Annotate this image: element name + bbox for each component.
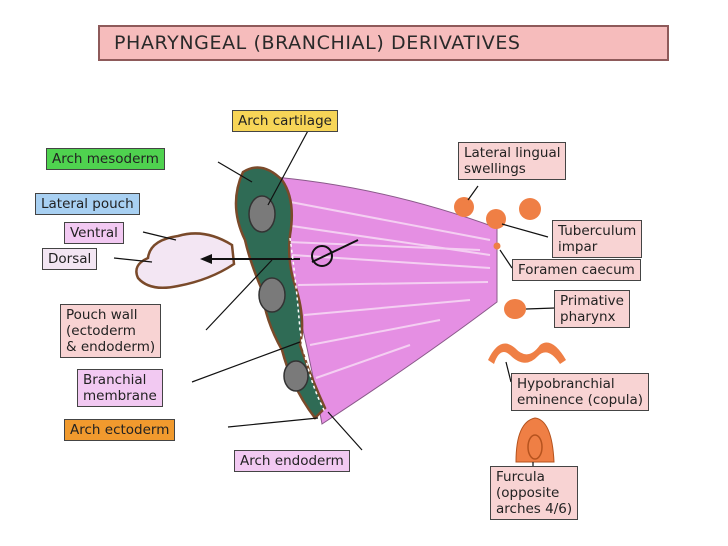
furcula-line-2: (opposite	[496, 485, 560, 501]
page-title: PHARYNGEAL (BRANCHIAL) DERIVATIVES	[98, 25, 669, 61]
lateral-lingual-label: Lateral lingual swellings	[458, 142, 567, 180]
pouch-wall-line-3: & endoderm)	[66, 339, 156, 355]
lateral-lingual-swelling-right	[519, 198, 541, 220]
branchial-membrane-label: Branchial membrane	[77, 369, 163, 407]
furcula-line-1: Furcula	[496, 469, 545, 485]
furcula-line-3: arches 4/6)	[496, 501, 573, 517]
branchial-membrane-line-1: Branchial	[83, 372, 147, 388]
hypobranchial-line-2: eminence (copula)	[517, 392, 644, 408]
hypobranchial-eminence-shape	[488, 342, 566, 364]
hypobranchial-line-1: Hypobranchial	[517, 376, 615, 392]
pouch-arrow-head	[200, 254, 212, 264]
pouch-wall-line-2: (ectoderm	[66, 323, 136, 339]
tuberculum-impar-line-2: impar	[558, 239, 598, 255]
dorsal-label: Dorsal	[42, 248, 98, 270]
primative-pharynx-line-2: pharynx	[560, 309, 616, 325]
primative-pharynx-line-1: Primative	[560, 293, 624, 309]
arch-endoderm-label: Arch endoderm	[234, 450, 350, 472]
arch-mesoderm-label: Arch mesoderm	[46, 148, 165, 170]
ventral-label: Ventral	[64, 222, 124, 244]
pouch-wall-label: Pouch wall (ectoderm & endoderm)	[60, 304, 162, 358]
primative-pharynx-shape	[504, 299, 526, 319]
hypobranchial-label: Hypobranchial eminence (copula)	[511, 373, 650, 411]
tuberculum-impar-shape	[486, 209, 506, 229]
probe-loop	[311, 245, 333, 267]
leader-lines	[113, 126, 556, 470]
primative-pharynx-label: Primative pharynx	[554, 290, 630, 328]
tuberculum-impar-line-1: Tuberculum	[558, 223, 637, 239]
lateral-lingual-line-1: Lateral lingual	[464, 145, 561, 161]
arch-cartilage-3	[283, 360, 309, 392]
probe-line	[311, 239, 359, 263]
foramen-caecum-shape	[493, 242, 501, 250]
lateral-lingual-line-2: swellings	[464, 161, 526, 177]
branchial-membrane-line-2: membrane	[83, 388, 157, 404]
lateral-lingual-swelling-left	[454, 197, 474, 217]
arch-cartilage-label: Arch cartilage	[232, 110, 338, 132]
arch-cartilage-1	[248, 195, 276, 233]
pouch-wall-line-1: Pouch wall	[66, 307, 138, 323]
furcula-label: Furcula (opposite arches 4/6)	[490, 466, 579, 520]
endoderm-edge	[289, 237, 326, 413]
furcula-shape	[515, 417, 555, 463]
lateral-pouch-label: Lateral pouch	[35, 193, 140, 215]
pharynx-streaks	[279, 199, 491, 379]
arch-ectoderm-label: Arch ectoderm	[64, 419, 176, 441]
tuberculum-impar-label: Tuberculum impar	[552, 220, 643, 258]
furcula-inner	[527, 434, 543, 460]
arch-cartilage-2	[258, 277, 286, 313]
lateral-pouch-outline	[135, 232, 236, 289]
foramen-caecum-label: Foramen caecum	[512, 259, 641, 281]
